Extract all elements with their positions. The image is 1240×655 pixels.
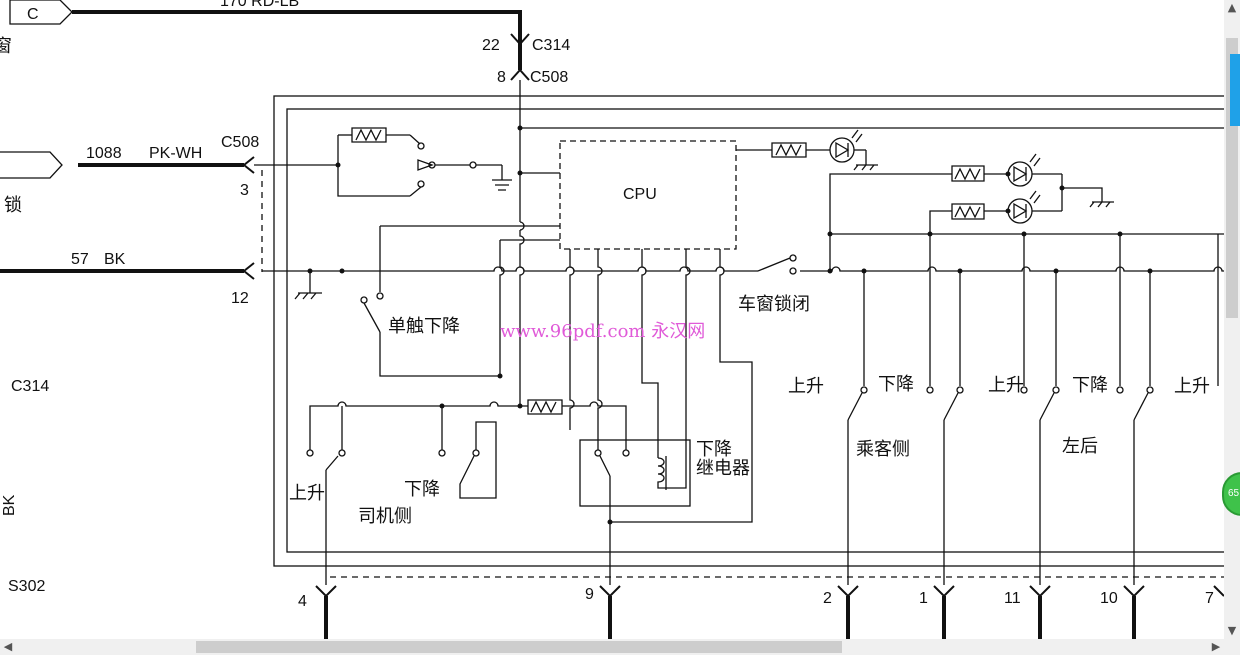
module-frame-inner [286,108,1224,553]
passenger-up-label: 上升 [788,376,824,397]
cpu-box [559,140,737,250]
one-touch-down-label: 单触下降 [388,316,460,337]
left-rear-up-label: 上升 [988,375,1024,396]
scroll-down-icon[interactable]: ▼ [1227,624,1237,637]
scrollbar-corner [1224,639,1240,655]
scroll-left-icon[interactable]: ◀ [3,640,13,653]
connector-c-shape [9,0,73,25]
bottom-pin-7: 7 [1205,590,1214,607]
scroll-right-icon[interactable]: ▶ [1211,640,1221,653]
wire-57-color: BK [104,251,126,268]
wiring-diagram: C 170 RD-LB 窗 22 C314 8 C508 1088 PK-WH … [0,0,1224,639]
c508-left-label: C508 [221,134,259,151]
c508-top-label: C508 [530,69,568,86]
passenger-side-title: 乘客侧 [856,439,910,460]
pin-3-label: 3 [240,182,249,199]
wire-1088-circuit: 1088 [86,145,122,162]
side-panel-tab[interactable] [1230,54,1240,126]
bottom-pin-11: 11 [1004,590,1021,607]
pin-12-label: 12 [231,290,249,307]
left-label-bk: BK [1,494,18,516]
left-partial-char-top: 窗 [0,36,12,57]
passenger-down-label: 下降 [878,374,914,395]
bottom-pin-10: 10 [1100,590,1118,607]
left-label-s302: S302 [8,578,45,595]
right-partial-up-label: 上升 [1174,376,1210,397]
horizontal-scrollbar[interactable]: ◀ ▶ [0,639,1224,655]
lock-char-label: 锁 [4,195,22,216]
left-rear-title: 左后 [1062,436,1098,457]
relay-title-2: 继电器 [696,458,750,479]
pin-22-label: 22 [482,37,500,54]
document-viewport: C 170 RD-LB 窗 22 C314 8 C508 1088 PK-WH … [0,0,1224,639]
window-lock-label: 车窗锁闭 [738,294,810,315]
left-rear-down-label: 下降 [1072,375,1108,396]
driver-side-title: 司机侧 [358,506,412,527]
bottom-pin-9: 9 [585,586,594,603]
connector-lock-shape [0,151,63,179]
wire-1088-color: PK-WH [149,145,202,162]
module-frame-outer [273,95,1224,567]
driver-up-label: 上升 [289,483,325,504]
bottom-pin-1: 1 [919,590,928,607]
bottom-pin-2: 2 [823,590,832,607]
watermark: www.96pdf.com 永汉网 [500,321,705,342]
driver-down-label: 下降 [404,479,440,500]
relay-box [579,439,691,507]
bottom-pin-4: 4 [298,593,307,610]
left-label-c314: C314 [11,378,49,395]
pin-8-label: 8 [497,69,506,86]
wire-170-label: 170 RD-LB [220,0,299,10]
c314-label: C314 [532,37,570,54]
wire-57-circuit: 57 [71,251,89,268]
horizontal-scroll-thumb[interactable] [196,641,842,653]
connector-c-label: C [27,6,39,23]
scroll-up-icon[interactable]: ▲ [1227,1,1237,14]
relay-title-1: 下降 [696,439,732,460]
cpu-label: CPU [623,186,657,203]
